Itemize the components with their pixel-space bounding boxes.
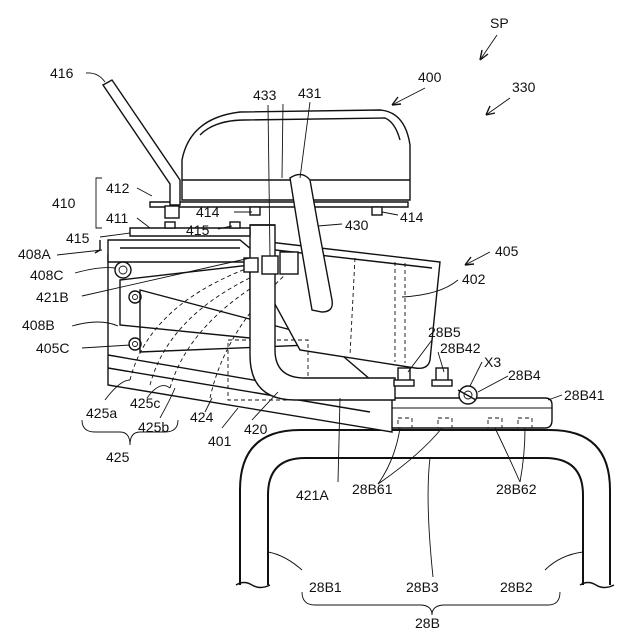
label-421A: 421A [296,487,329,503]
label-431: 431 [298,85,322,101]
label-330: 330 [512,79,536,95]
label-402: 402 [462,271,486,287]
handle-416 [103,80,180,218]
label-415a: 415 [66,230,90,246]
label-414a: 414 [196,204,220,220]
label-415b: 415 [186,222,210,238]
label-408C: 408C [30,267,63,283]
label-420: 420 [244,421,268,437]
label-X3: X3 [484,354,501,370]
label-400: 400 [418,69,442,85]
label-414b: 414 [400,209,424,225]
label-408A: 408A [18,246,51,262]
label-425a: 425a [86,405,117,421]
label-28B42: 28B42 [440,340,481,356]
label-408B: 408B [22,317,55,333]
label-425c: 425c [130,395,160,411]
label-425: 425 [106,449,130,465]
label-425b: 425b [138,419,169,435]
label-410: 410 [52,195,76,211]
label-433: 433 [253,87,277,103]
label-411: 411 [106,210,129,226]
label-28B61: 28B61 [352,481,393,497]
support-frame-28B [236,430,614,588]
label-424: 424 [190,409,214,425]
label-421B: 421B [36,289,69,305]
label-416: 416 [50,65,74,81]
label-28B1: 28B1 [309,579,342,595]
label-412: 412 [106,180,130,196]
label-430: 430 [345,217,369,233]
label-28B41: 28B41 [564,387,605,403]
label-28B: 28B [415,615,440,631]
label-28B5: 28B5 [428,324,461,340]
label-401: 401 [208,433,232,449]
label-28B2: 28B2 [500,579,533,595]
label-405: 405 [495,243,519,259]
label-28B3: 28B3 [406,579,439,595]
label-405C: 405C [36,340,69,356]
label-SP: SP [490,15,509,31]
label-28B4: 28B4 [508,367,541,383]
label-28B62: 28B62 [496,481,537,497]
